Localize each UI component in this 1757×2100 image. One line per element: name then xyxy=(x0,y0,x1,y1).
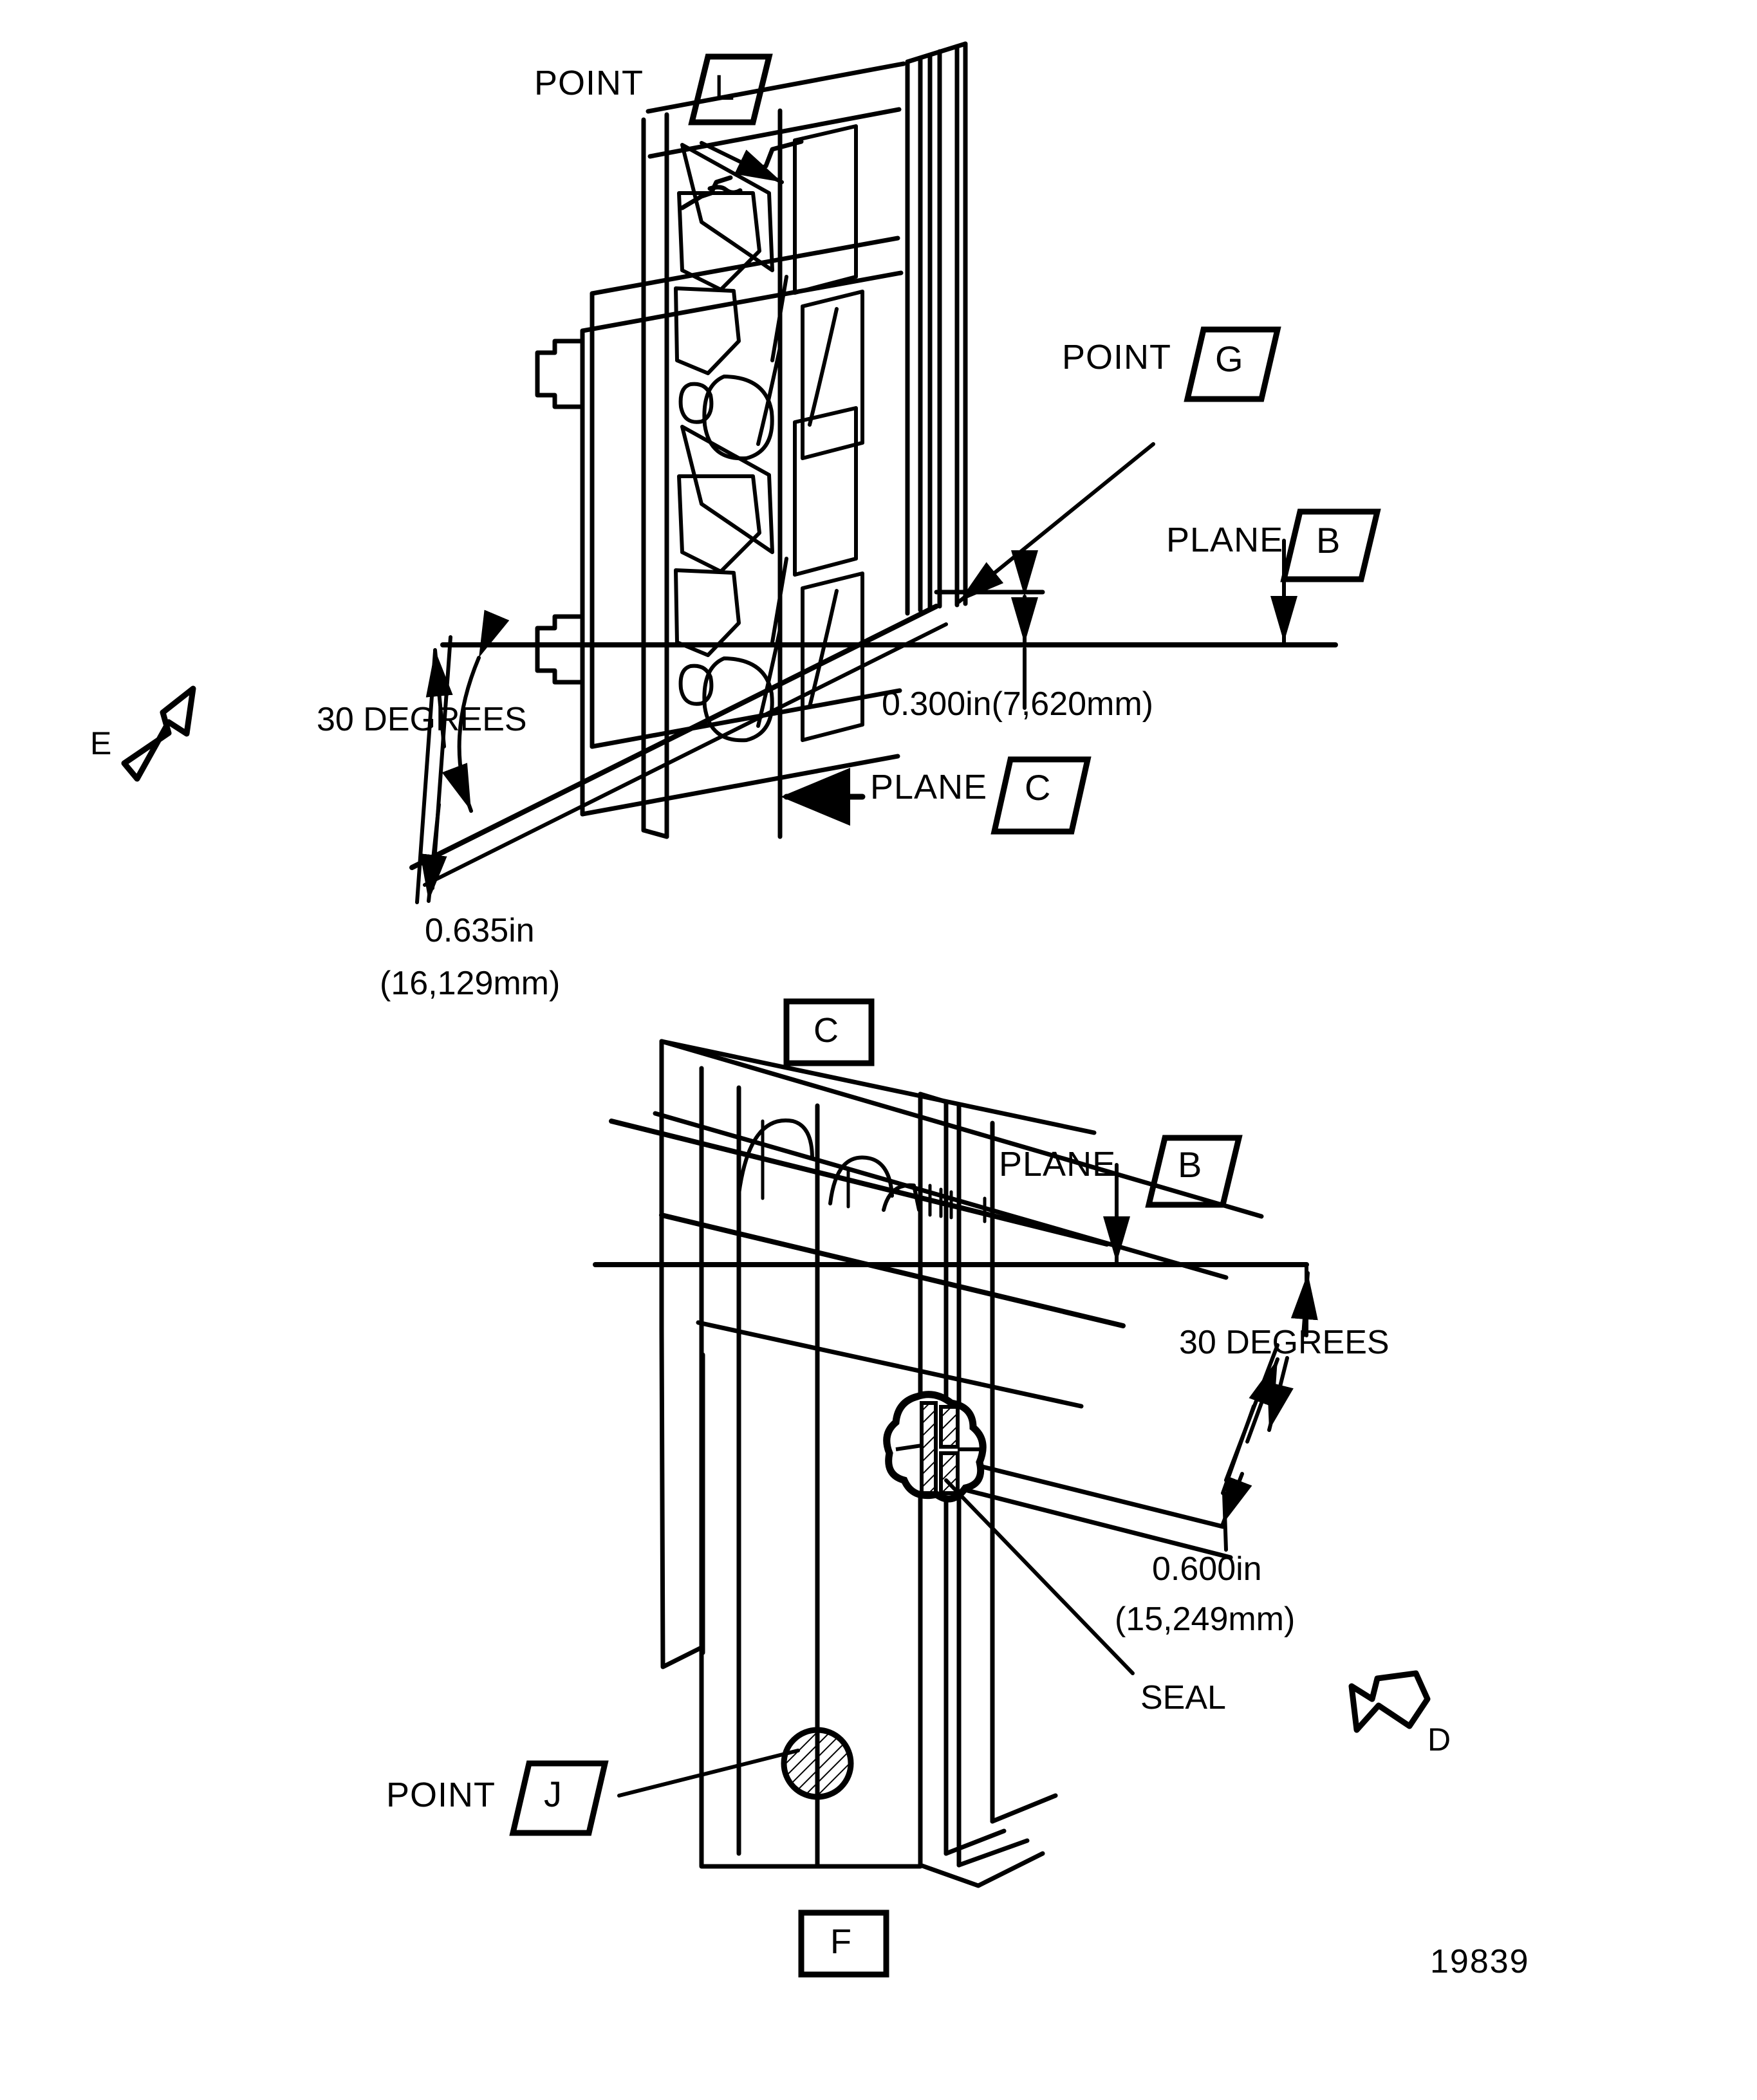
seal-leader xyxy=(944,1478,1135,1675)
flag-shape-c-upper xyxy=(990,756,1092,835)
seal-feature xyxy=(883,1391,987,1503)
seal-label: SEAL xyxy=(1140,1679,1226,1716)
upper-view-flags xyxy=(688,53,1381,835)
box-letter-c-top: C xyxy=(813,1011,839,1050)
figure-number: 19839 xyxy=(1430,1943,1530,1980)
point-j-leader xyxy=(617,1749,800,1798)
flag-letter-b-upper: B xyxy=(1316,520,1341,561)
flag-letter-g: G xyxy=(1215,339,1243,379)
flag-shape-j xyxy=(509,1760,609,1836)
flag-letter-j: J xyxy=(544,1774,562,1814)
point-j-feature xyxy=(781,1727,854,1800)
box-shape-f-bottom xyxy=(798,1910,889,1978)
view-arrow-e xyxy=(121,685,196,782)
upper-view-geometry xyxy=(409,41,1338,887)
dimension-0635in-inches: 0.635in xyxy=(425,912,535,949)
view-letter-e: E xyxy=(90,725,112,761)
angle-label-lower: 30 DEGREES xyxy=(1179,1324,1390,1361)
angle-label-upper: 30 DEGREES xyxy=(317,701,527,738)
box-letter-f-bottom: F xyxy=(830,1922,851,1961)
plane-b-label-lower: PLANE xyxy=(999,1145,1117,1184)
lower-view-flags xyxy=(509,998,1243,1978)
lower-view-annotations xyxy=(617,1163,1318,1798)
flag-letter-b-lower: B xyxy=(1178,1144,1202,1185)
flag-letter-c-upper: C xyxy=(1025,767,1051,808)
plane-c-label-upper: PLANE xyxy=(870,768,988,806)
point-g-label: POINT xyxy=(1062,338,1172,376)
upper-view-annotations xyxy=(415,141,1297,904)
flag-shape-g xyxy=(1184,326,1281,402)
flag-letter-l: L xyxy=(714,67,735,107)
box-shape-c-top xyxy=(783,998,875,1066)
point-l-leader xyxy=(700,141,784,184)
view-letter-d: D xyxy=(1427,1722,1451,1758)
dimension-0300in: 0.300in(7,620mm) xyxy=(882,685,1153,723)
plane-b-label-upper: PLANE xyxy=(1166,521,1284,559)
point-l-label: POINT xyxy=(534,64,644,102)
dimension-0600in-mm: (15,249mm) xyxy=(1115,1601,1296,1638)
point-g-leader xyxy=(957,442,1155,604)
flag-shape-b-upper xyxy=(1280,508,1381,582)
view-arrow-d xyxy=(1348,1670,1431,1733)
dimension-0635in-mm: (16,129mm) xyxy=(380,965,561,1002)
dimension-0600in-inches: 0.600in xyxy=(1152,1550,1262,1588)
flag-shape-l xyxy=(688,53,773,125)
flag-shape-b-lower xyxy=(1145,1135,1243,1208)
point-j-label: POINT xyxy=(386,1776,496,1814)
